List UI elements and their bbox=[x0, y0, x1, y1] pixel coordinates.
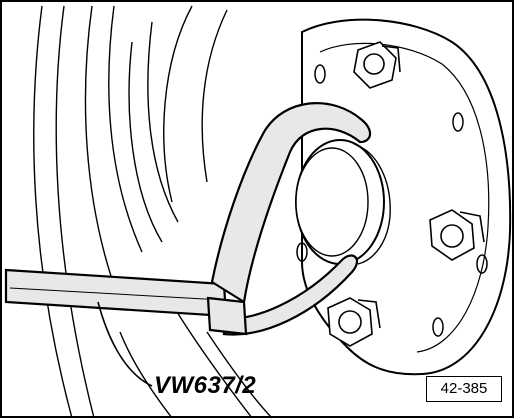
wrench-vw637-2 bbox=[4, 102, 372, 336]
hex-bolt bbox=[353, 41, 401, 89]
bolt-hole bbox=[476, 254, 488, 274]
tool-label: VW637/2 bbox=[154, 372, 257, 399]
hub-flange bbox=[301, 18, 512, 376]
hex-bolt bbox=[327, 297, 381, 347]
figure-reference-code: 42-385 bbox=[426, 376, 502, 402]
bolt-hole bbox=[296, 242, 308, 262]
bolt-hole bbox=[452, 112, 464, 132]
bolt-hole bbox=[432, 317, 444, 337]
bolt-hole bbox=[314, 64, 326, 84]
hex-bolt bbox=[429, 209, 485, 261]
label-leader-line bbox=[97, 301, 153, 387]
brake-disc-lines bbox=[33, 5, 273, 419]
hub-inner-rim bbox=[319, 42, 490, 353]
